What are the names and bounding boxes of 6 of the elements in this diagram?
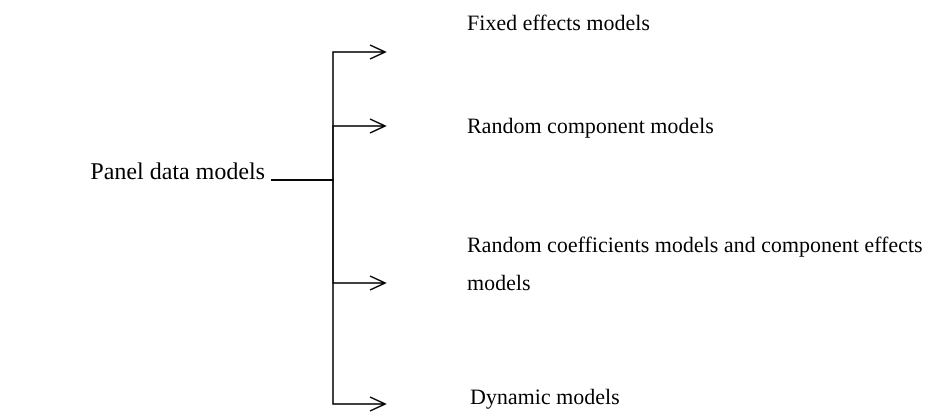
category-label: Random coefficients models and component effects models — [466, 231, 924, 297]
root-label: Panel data models — [89, 158, 266, 187]
category-label: Fixed effects models — [466, 9, 651, 37]
branch-arrow — [271, 179, 386, 412]
category-label: Dynamic models — [469, 383, 621, 411]
category-label: Random component models — [466, 112, 715, 140]
